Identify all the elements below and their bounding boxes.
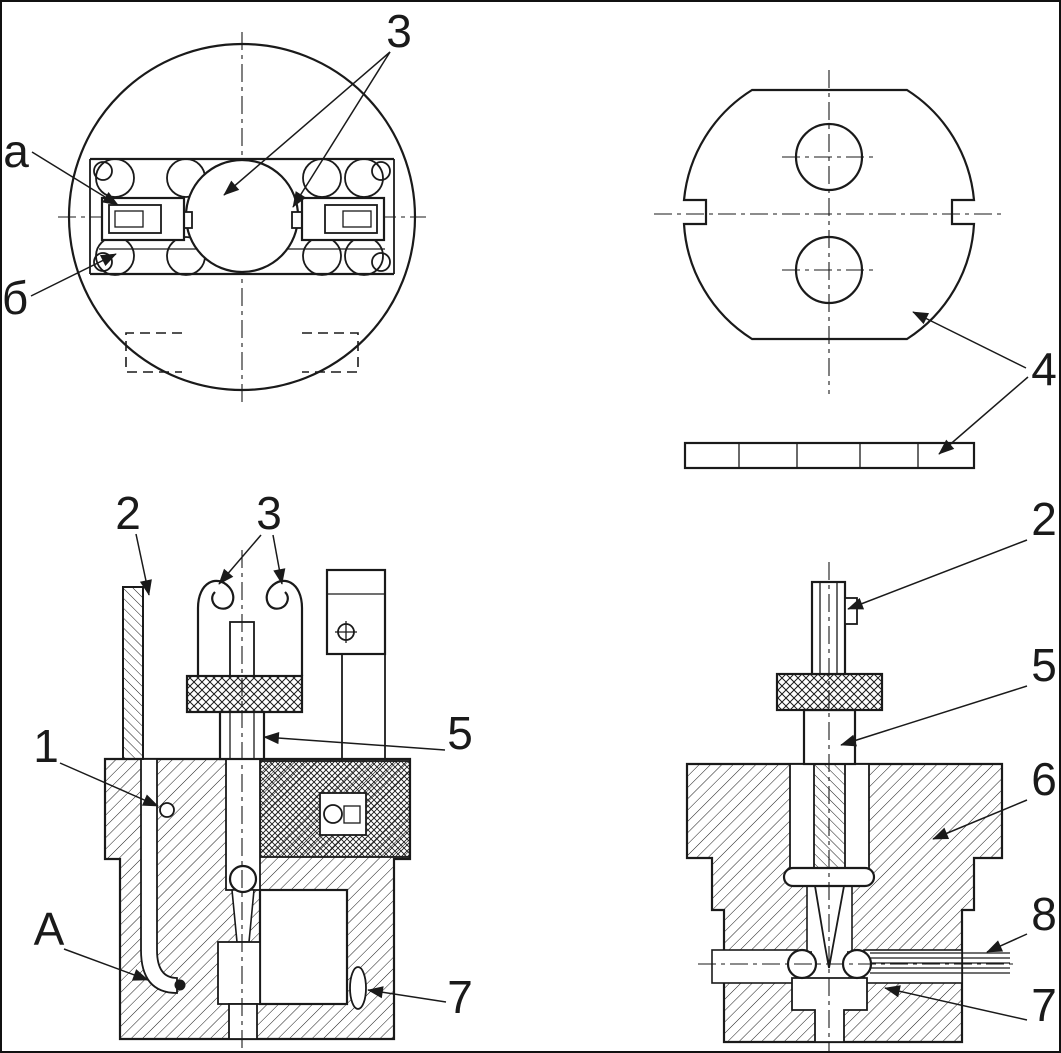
coil-circle (302, 236, 342, 276)
corner-pin (371, 252, 391, 272)
callout-item-5: 5 (447, 707, 473, 759)
coil-circle (302, 158, 342, 198)
inner-chamber (258, 888, 349, 1006)
leader-letter-A (63, 948, 149, 981)
left-latch-inner (108, 204, 162, 234)
stem-side-tab (844, 597, 858, 625)
view-front-section: 2 3 1 5 А 7 (33, 487, 473, 1051)
leader-item-2 (847, 539, 1028, 610)
callout-letter-b: б (2, 272, 28, 324)
screw-pocket (319, 792, 367, 836)
view-side-section: 2 5 6 8 7 (685, 493, 1057, 1051)
spring-hook-left-item-3 (196, 579, 235, 676)
left-latch-detail (114, 210, 144, 228)
callout-item-8: 8 (1031, 888, 1057, 940)
spring-hook-right-item-3 (265, 579, 304, 676)
coil-circle (344, 158, 384, 198)
valve-seat (217, 941, 261, 1005)
capillary-lines-item-8 (870, 952, 1010, 974)
callout-item-7: 7 (1031, 979, 1057, 1031)
leader-item-5 (840, 685, 1028, 747)
leader-item-8 (986, 933, 1028, 953)
leader-item-3a (223, 51, 391, 196)
callout-item-6: 6 (1031, 753, 1057, 805)
side-tube-item-2 (122, 586, 144, 760)
orifice-item-7 (349, 966, 367, 1010)
leader-item-7 (884, 985, 1028, 1021)
coil-circle (95, 236, 135, 276)
stem-ball-end (228, 864, 258, 894)
tube-tip (174, 979, 186, 991)
callout-item-1: 1 (33, 720, 59, 772)
leader-item-6 (932, 799, 1028, 840)
cross-channel-right (863, 949, 963, 984)
callout-item-2: 2 (1031, 493, 1057, 545)
callout-item-5: 5 (1031, 639, 1057, 691)
leader-item-2 (135, 533, 152, 596)
leader-letter-a (31, 151, 119, 206)
pin-item-1 (159, 802, 175, 818)
callout-letter-A: А (34, 903, 65, 955)
outlet-channel (228, 1003, 258, 1040)
plate-edge-view (683, 441, 976, 470)
corner-pin (93, 161, 113, 181)
leader-item-1 (59, 762, 159, 807)
callout-letter-a: а (3, 125, 29, 177)
leader-item-4a (912, 311, 1027, 369)
right-latch-detail (342, 210, 372, 228)
cross-channel-left (711, 949, 798, 984)
view-plan-mechanism: а б 3 (2, 5, 426, 406)
leader-item-7 (367, 986, 447, 1003)
leader-item-4b (938, 376, 1029, 455)
callout-item-3: 3 (386, 5, 412, 57)
leader-item-3b (272, 534, 286, 585)
right-latch-inner (324, 204, 378, 234)
view-plate: 4 (654, 70, 1057, 470)
callout-item-2: 2 (115, 487, 141, 539)
corner-pin (371, 161, 391, 181)
knurled-knob (185, 674, 304, 714)
center-dome (184, 158, 300, 274)
callout-item-7: 7 (447, 971, 473, 1023)
callout-item-4: 4 (1031, 343, 1057, 395)
coil-circle (95, 158, 135, 198)
support-bracket (325, 568, 387, 656)
callout-item-3: 3 (256, 487, 282, 539)
screw-slot (343, 805, 361, 824)
leader-item-3b (292, 51, 391, 208)
leader-letter-b (30, 253, 117, 297)
leader-item-5 (263, 731, 446, 751)
screw-head (323, 804, 343, 824)
leader-item-3a (218, 534, 262, 585)
